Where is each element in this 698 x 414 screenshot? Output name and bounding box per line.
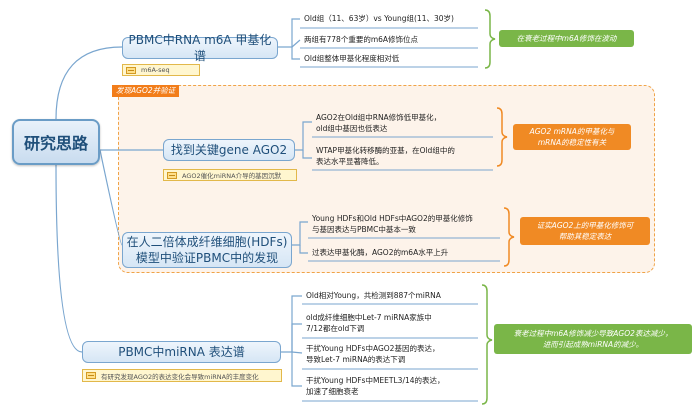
summary-mirna-reduction: 衰老过程中m6A修饰减少导致AGO2表达减少， 进而引起成熟miRNA的减少。 bbox=[494, 324, 692, 354]
leaf-2-1-line-1: AGO2在Old组中RNA修饰低甲基化， bbox=[316, 113, 442, 122]
summary-line-1: AGO2 mRNA的甲基化与 bbox=[529, 127, 615, 136]
leaf-4-3-line-2: 导致Let-7 miRNA的表达下调 bbox=[306, 355, 406, 364]
note-ago2-mirna-abundance: 有研究发现AGO2的表达变化会导致miRNA的丰度变化 bbox=[82, 369, 282, 382]
leaf-3-2: 过表达甲基化酶，AGO2的m6A水平上升 bbox=[312, 248, 449, 257]
summary-m6a-fluctuation: 在衰老过程中m6A修饰在波动 bbox=[499, 30, 634, 47]
summary-line-2: mRNA的稳定性有关 bbox=[537, 138, 607, 147]
leaf-2-1: AGO2在Old组中RNA修饰低甲基化， old组中基因也低表达 bbox=[316, 112, 441, 134]
note-ago2-silencing: AGO2催化miRNA介导的基因沉默 bbox=[163, 169, 297, 181]
leaf-2-2-line-2: 表达水平显著降低。 bbox=[316, 157, 384, 166]
branch-pbmc-rna-m6a[interactable]: PBMC中RNA m6A 甲基化谱 bbox=[122, 33, 278, 63]
summary-line-1: 证实AGO2上的甲基化修饰可 bbox=[536, 221, 634, 230]
branch-hdfs-model[interactable]: 在人二倍体成纤维细胞(HDFs) 模型中验证PBMC中的发现 bbox=[122, 232, 292, 268]
note-m6a-seq: m6A-seq bbox=[122, 64, 200, 76]
group-tag: 发现AGO2并验证 bbox=[112, 85, 180, 97]
branch-pbmc-mirna[interactable]: PBMC中miRNA 表达谱 bbox=[82, 341, 281, 363]
leaf-4-3: 干扰Young HDFs中AGO2基因的表达， 导致Let-7 miRNA的表达… bbox=[306, 343, 439, 365]
leaf-3-1-line-1: Young HDFs和Old HDFs中AGO2的甲基化修饰 bbox=[312, 214, 473, 223]
leaf-3-1-line-2: 与基因表达与PBMC中基本一致 bbox=[312, 225, 416, 234]
leaf-4-4-line-2: 加速了细胞衰老 bbox=[306, 387, 359, 396]
leaf-4-1: Old相对Young，共检测到887个miRNA bbox=[306, 291, 441, 300]
summary-line-2: 帮助其稳定表达 bbox=[558, 232, 612, 241]
summary-line-2: 进而引起成熟miRNA的减少。 bbox=[542, 340, 644, 349]
leaf-4-4: 干扰Young HDFs中MEETL3/14的表达， 加速了细胞衰老 bbox=[306, 375, 445, 397]
leaf-2-1-line-2: old组中基因也低表达 bbox=[316, 124, 388, 133]
branch-key-gene-ago2[interactable]: 找到关键gene AGO2 bbox=[163, 139, 295, 161]
leaf-2-2: WTAP甲基化转移酶的亚基，在Old组中的 表达水平显著降低。 bbox=[316, 145, 455, 167]
leaf-4-2-line-2: 7/12都在old下调 bbox=[306, 324, 365, 333]
note-text: 有研究发现AGO2的表达变化会导致miRNA的丰度变化 bbox=[101, 372, 259, 381]
leaf-1-1: Old组（11、63岁）vs Young组(11、30岁) bbox=[304, 14, 454, 23]
branch-hdfs-line-2: 模型中验证PBMC中的发现 bbox=[135, 251, 279, 265]
summary-line-1: 衰老过程中m6A修饰减少导致AGO2表达减少， bbox=[513, 329, 673, 338]
leaf-4-2: old成纤维细胞中Let-7 miRNA家族中 7/12都在old下调 bbox=[306, 312, 432, 334]
leaf-3-1: Young HDFs和Old HDFs中AGO2的甲基化修饰 与基因表达与PBM… bbox=[312, 213, 473, 235]
root-node[interactable]: 研究思路 bbox=[12, 119, 100, 165]
note-icon bbox=[86, 372, 96, 379]
leaf-1-3: Old组整体甲基化程度相对低 bbox=[304, 54, 400, 63]
note-text: AGO2催化miRNA介导的基因沉默 bbox=[182, 172, 282, 180]
note-icon bbox=[126, 66, 136, 74]
leaf-4-2-line-1: old成纤维细胞中Let-7 miRNA家族中 bbox=[306, 313, 432, 322]
branch-hdfs-line-1: 在人二倍体成纤维细胞(HDFs) bbox=[126, 235, 288, 249]
note-icon bbox=[167, 171, 177, 179]
leaf-4-4-line-1: 干扰Young HDFs中MEETL3/14的表达， bbox=[306, 376, 445, 385]
summary-mrna-stability: AGO2 mRNA的甲基化与 mRNA的稳定性有关 bbox=[513, 124, 631, 150]
summary-ago2-stable-expression: 证实AGO2上的甲基化修饰可 帮助其稳定表达 bbox=[520, 217, 650, 245]
leaf-4-3-line-1: 干扰Young HDFs中AGO2基因的表达， bbox=[306, 344, 440, 353]
note-text: m6A-seq bbox=[141, 66, 170, 74]
leaf-1-2: 两组有778个重要的m6A修饰位点 bbox=[304, 35, 419, 44]
leaf-2-2-line-1: WTAP甲基化转移酶的亚基，在Old组中的 bbox=[316, 146, 455, 155]
